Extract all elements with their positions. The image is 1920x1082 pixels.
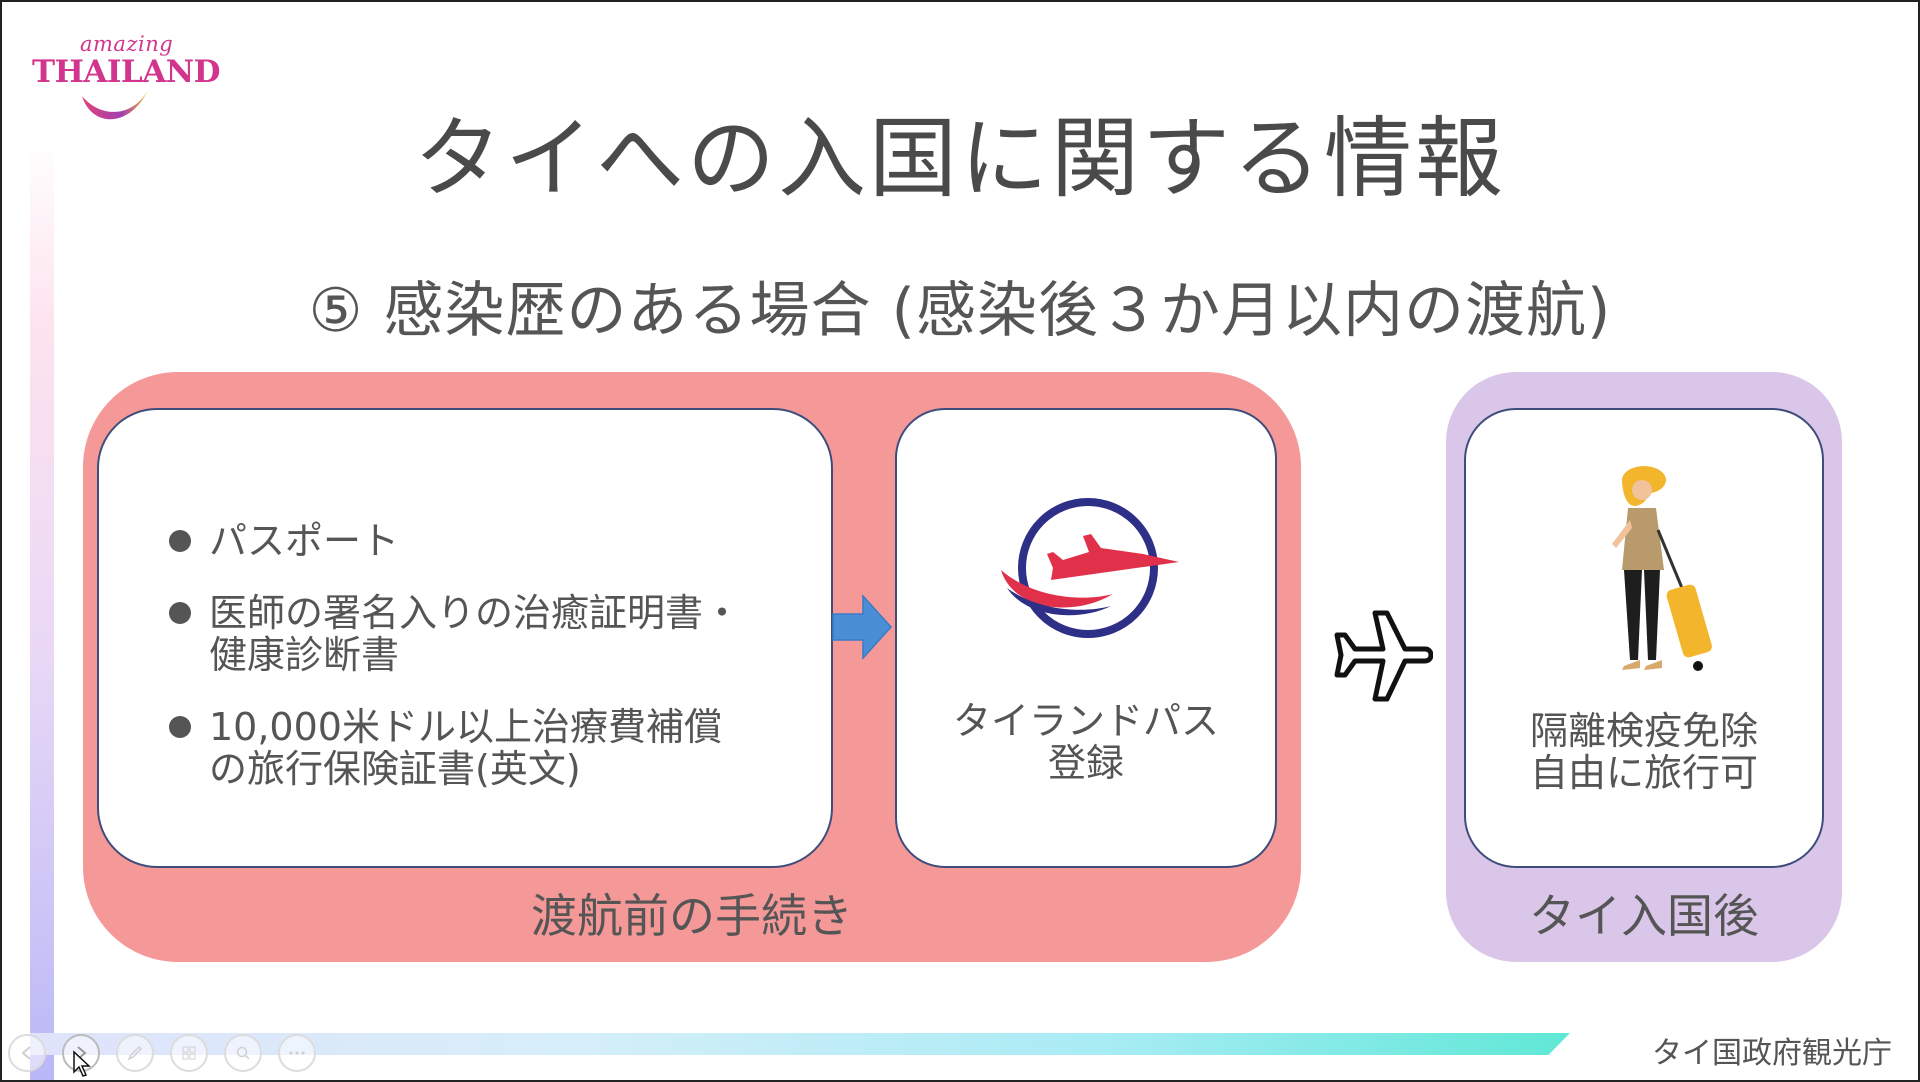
airplane-icon [1334,610,1433,702]
after-entry-label: タイ入国後 [1529,889,1759,943]
logo-swoosh-icon [82,90,148,120]
thailand-pass-label: タイランドパス 登録 [897,700,1275,784]
slides-icon[interactable] [170,1034,208,1072]
documents-card: パスポート 医師の署名入りの治癒証明書・ 健康診断書 10,000米ドル以上治療… [97,408,833,868]
bullet-icon [169,602,191,624]
after-entry-group: 隔離検疫免除 自由に旅行可 タイ入国後 [1446,372,1842,962]
after-entry-line1: 隔離検疫免除 [1529,709,1758,753]
document-item: 10,000米ドル以上治療費補償 の旅行保険証書(英文) [169,706,809,790]
pen-icon[interactable] [116,1034,154,1072]
window-frame-bottom [0,1080,1920,1082]
document-line: 健康診断書 [209,633,400,677]
after-entry-line2: 自由に旅行可 [1529,751,1758,795]
documents-list: パスポート 医師の署名入りの治癒証明書・ 健康診断書 10,000米ドル以上治療… [169,520,809,820]
decorative-bottom-bar [30,1033,1570,1055]
right-arrow-icon [832,594,893,660]
thailand-pass-line1: タイランドパス [952,699,1219,743]
pre-departure-group: パスポート 医師の署名入りの治癒証明書・ 健康診断書 10,000米ドル以上治療… [83,372,1301,962]
document-line: 医師の署名入りの治癒証明書・ [209,591,742,635]
thailand-pass-logo-icon [1001,498,1179,638]
zoom-icon[interactable] [224,1034,262,1072]
amazing-thailand-logo: amazing THAILAND [32,30,220,140]
pre-departure-label: 渡航前の手続き [531,889,853,943]
bullet-icon [169,530,191,552]
more-icon[interactable] [278,1034,316,1072]
window-frame-right [1918,0,1920,1082]
after-entry-card: 隔離検疫免除 自由に旅行可 [1464,408,1824,868]
decorative-left-bar [30,140,54,1080]
bullet-icon [169,716,191,738]
mouse-cursor-icon [73,1050,91,1077]
previous-icon[interactable] [8,1034,46,1072]
logo-amazing-text: amazing [80,32,174,56]
document-item: 医師の署名入りの治癒証明書・ 健康診断書 [169,592,809,676]
footer-credit: タイ国政府観光庁 [1652,1036,1892,1071]
document-line: 10,000米ドル以上治療費補償 [209,705,722,749]
logo-thailand-text: THAILAND [32,54,220,90]
document-line: パスポート [209,519,400,563]
window-frame-top [0,0,1920,2]
window-frame-left [0,0,2,1082]
after-entry-text: 隔離検疫免除 自由に旅行可 [1466,710,1822,794]
traveler-icon [1612,466,1712,671]
document-item: パスポート [169,520,809,562]
slide-subtitle: ⑤ 感染歴のある場合 (感染後３か月以内の渡航) [308,276,1612,346]
thailand-pass-line2: 登録 [1047,741,1124,785]
document-line: の旅行保険証書(英文) [209,747,581,791]
thailand-pass-card: タイランドパス 登録 [895,408,1277,868]
slide-title: タイへの入国に関する情報 [413,107,1506,210]
